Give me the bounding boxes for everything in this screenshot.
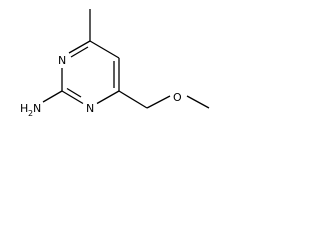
- bond-c6-n1: [96, 90, 120, 105]
- bond-n1-c2: [61, 90, 84, 105]
- bond-ch2-o: [146, 95, 171, 109]
- atom-label-n-top: N: [58, 54, 66, 67]
- bond-n3-c4: [68, 40, 91, 54]
- atom-label-amine-subscript: 2: [28, 109, 33, 118]
- bond-c6-ch2: [118, 90, 148, 109]
- atom-label-ether-o: O: [173, 91, 182, 104]
- bond-c2-amine: [42, 90, 63, 103]
- atom-label-n-bottom: N: [86, 102, 94, 115]
- double-bond-c4-n3-inner: [70, 46, 89, 58]
- molecule-structure: N N H 2 N O: [20, 9, 210, 118]
- atom-label-amine-n: N: [33, 102, 41, 115]
- bond-o-methyl: [186, 95, 210, 109]
- bond-c4-c5: [89, 40, 120, 59]
- double-bond-c2-n1-inner: [66, 87, 82, 98]
- atom-label-amine-h: H: [20, 102, 28, 115]
